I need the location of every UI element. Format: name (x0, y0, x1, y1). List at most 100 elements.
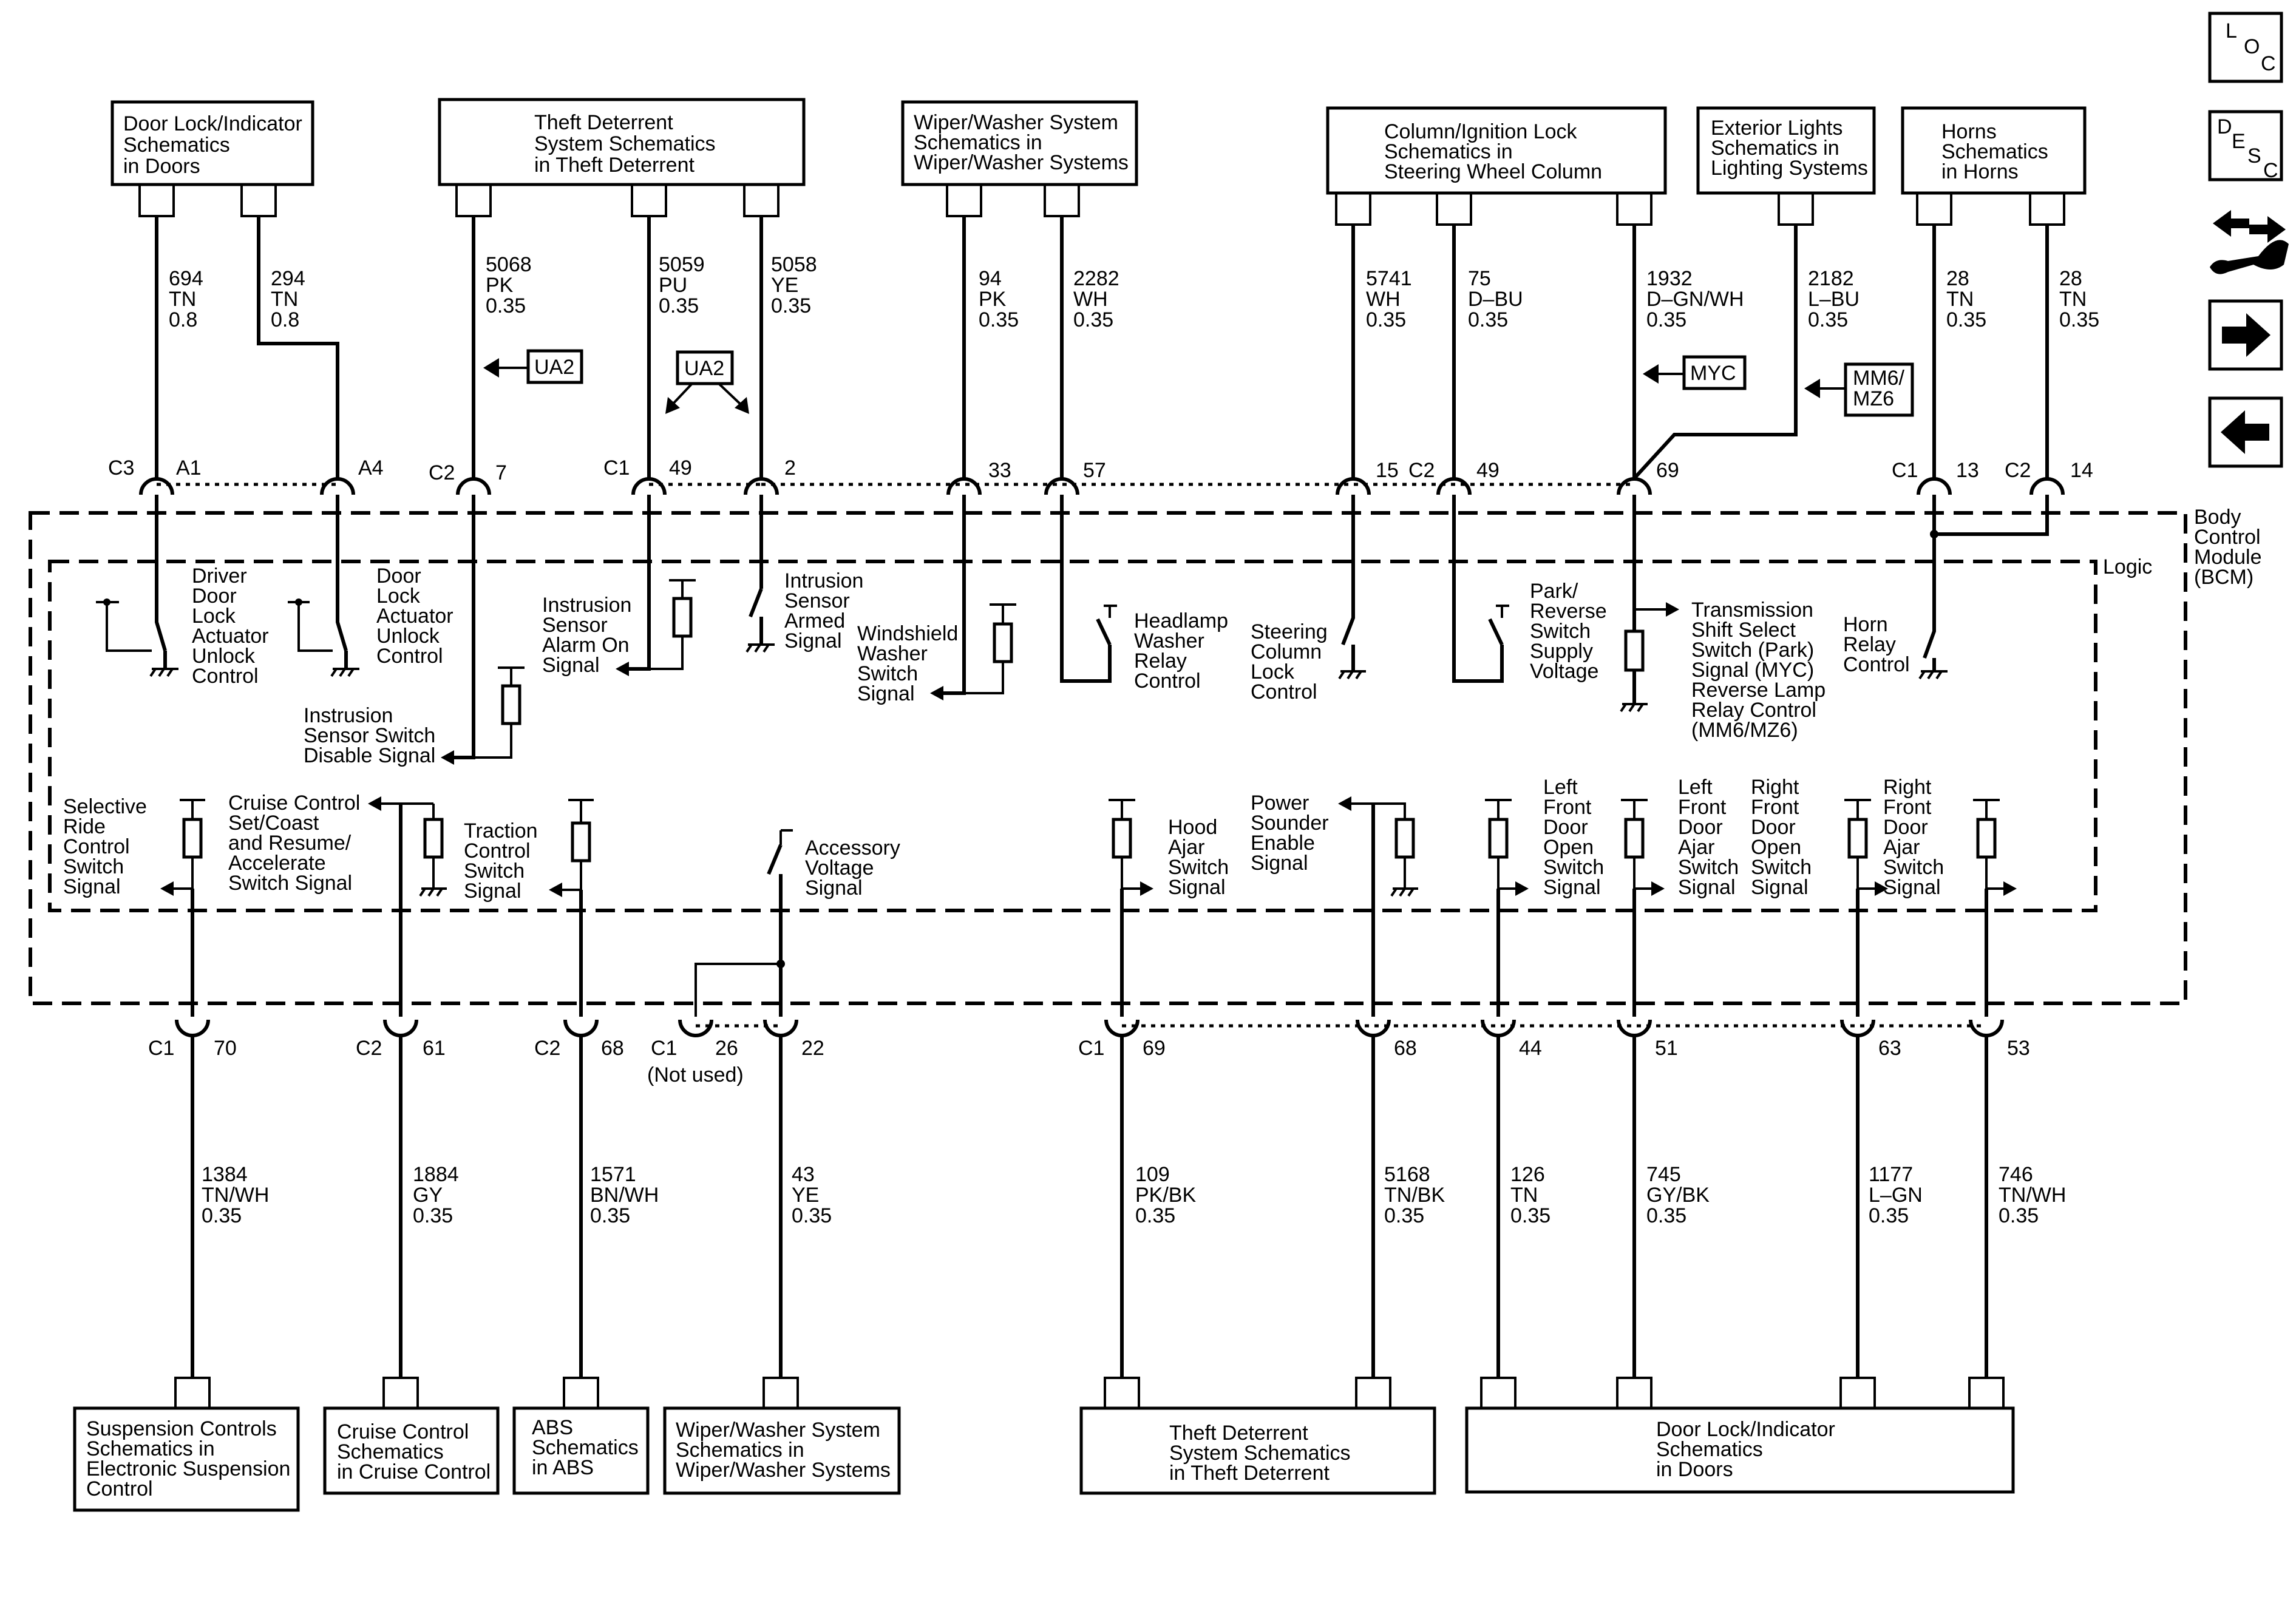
service-info-icon[interactable] (2210, 210, 2289, 274)
bcm-label-line: Control (2194, 526, 2261, 549)
box-line: Theft Deterrent (534, 111, 673, 134)
wire-label: BN/WH (590, 1184, 659, 1207)
bottom-connector-row: C1 70 C2 61 C2 68 C1 26 (Not used) 22 C1… (148, 1019, 2030, 1086)
transmission-circuit (1620, 495, 1679, 713)
box-line: Door Lock/Indicator (1656, 1418, 1835, 1441)
connector-label: C2 (534, 1037, 560, 1060)
connector-label: C2 (1408, 459, 1435, 482)
logic-label-line: Front (1883, 796, 1932, 819)
top-wires (138, 185, 2065, 480)
box-line: Schematics (123, 134, 230, 157)
box-line: in Cruise Control (337, 1460, 491, 1483)
logic-label-line: Switch (1168, 856, 1229, 879)
logic-label-line: Supply (1530, 640, 1593, 663)
box-line: Schematics in (1384, 140, 1513, 163)
logic-label-line: Switch (464, 859, 525, 883)
box-line: Lighting Systems (1711, 157, 1868, 180)
headlamp-relay-switch (1060, 495, 1117, 683)
wire-label: 43 (792, 1163, 815, 1186)
abs-ref-box[interactable]: ABS Schematics in ABS (512, 1406, 650, 1495)
box-line: Wiper/Washer Systems (676, 1459, 891, 1482)
wire-label: 0.35 (486, 294, 526, 317)
next-arrow-icon[interactable] (2208, 299, 2283, 371)
logic-label-line: Cruise Control (228, 792, 360, 815)
box-line: in Horns (1941, 160, 2019, 183)
wire-label: D–GN/WH (1646, 288, 1744, 311)
column-ref-box-top[interactable]: Column/Ignition Lock Schematics in Steer… (1326, 106, 1667, 195)
logic-label-line: Control (1134, 670, 1201, 693)
wire-label: L–BU (1808, 288, 1860, 311)
wiper-ref-box-bottom[interactable]: Wiper/Washer System Schematics in Wiper/… (663, 1406, 901, 1495)
myc-tag: MYC (1643, 355, 1747, 390)
previous-arrow-icon[interactable] (2208, 396, 2283, 468)
wire-label: 746 (1999, 1163, 2033, 1186)
logic-label-line: Right (1883, 776, 1932, 799)
logic-label-line: Door (1751, 816, 1796, 839)
logic-label-line: Ajar (1883, 836, 1920, 859)
loc-button[interactable]: L O C (2208, 12, 2283, 83)
wiper-ref-box-top[interactable]: Wiper/Washer System Schematics in Wiper/… (901, 100, 1138, 186)
lf-open-circuit (1485, 799, 1529, 1017)
wire-label: TN (2059, 288, 2087, 311)
bcm-label-line: Module (2194, 546, 2262, 569)
logic-label-line: Door (1678, 816, 1723, 839)
desc-letter: C (2263, 159, 2278, 182)
logic-label-line: Switch (1543, 856, 1604, 879)
horns-ref-box-top[interactable]: Horns Schematics in Horns (1901, 106, 2087, 195)
wire-label: PK/BK (1135, 1184, 1196, 1207)
logic-label-line: Ajar (1678, 836, 1714, 859)
ext-lights-ref-box-top[interactable]: Exterior Lights Schematics in Lighting S… (1696, 106, 1876, 195)
desc-letter: E (2232, 130, 2246, 153)
logic-label-line: Sensor Switch (304, 724, 435, 747)
wire-label: 75 (1468, 267, 1491, 290)
bottom-wire-labels: 1384 TN/WH 0.35 1884 GY 0.35 1571 BN/WH … (202, 1163, 2066, 1227)
connector-label: 33 (988, 459, 1011, 482)
wire-label: TN (1946, 288, 1974, 311)
logic-label-line: Hood (1168, 816, 1217, 839)
accessory-voltage-circuit (695, 829, 793, 1017)
connector-label: 14 (2070, 459, 2093, 482)
cruise-ref-box[interactable]: Cruise Control Schematics in Cruise Cont… (323, 1406, 500, 1495)
wire-label: 694 (169, 267, 203, 290)
door-lock-ref-box-bottom[interactable]: Door Lock/Indicator Schematics in Doors (1465, 1406, 2015, 1494)
box-line: Wiper/Washer Systems (914, 151, 1129, 174)
desc-letter: D (2217, 115, 2232, 138)
box-line: Schematics in (914, 131, 1042, 154)
desc-button[interactable]: D E S C (2208, 110, 2283, 182)
connector-label: (Not used) (647, 1063, 744, 1086)
logic-label-line: Selective (63, 795, 147, 818)
door-lock-ref-box-top[interactable]: Door Lock/Indicator Schematics in Doors (110, 100, 314, 186)
traction-label: Traction Control Switch Signal (464, 819, 538, 903)
logic-label-line: Control (1843, 653, 1910, 676)
suspension-ref-box[interactable]: Suspension Controls Schematics in Electr… (73, 1406, 300, 1512)
wire-label: 0.35 (202, 1204, 242, 1227)
logic-label-line: Unlock (376, 625, 440, 648)
ua2-tag-b: UA2 (665, 350, 749, 414)
lf-ajar-label: Left Front Door Ajar Switch Signal (1678, 776, 1739, 899)
theft-ref-box-bottom[interactable]: Theft Deterrent System Schematics in The… (1079, 1406, 1436, 1495)
wire-label: GY (413, 1184, 443, 1207)
top-wire-labels: 694 TN 0.8 294 TN 0.8 5068 PK 0.35 5059 … (169, 253, 2099, 331)
logic-label-line: Switch (1530, 620, 1591, 643)
wire-label: TN (1510, 1184, 1538, 1207)
selective-ride-label: Selective Ride Control Switch Signal (63, 795, 147, 898)
hood-ajar-circuit (1109, 799, 1153, 1017)
logic-label-line: Signal (784, 629, 842, 653)
logic-label-line: Washer (1134, 629, 1204, 653)
theft-ref-box-top[interactable]: Theft Deterrent System Schematics in The… (438, 98, 806, 186)
connector-label: C2 (2005, 459, 2031, 482)
transmission-label: Transmission Shift Select Switch (Park) … (1691, 598, 1826, 742)
logic-label-line: Alarm On (542, 634, 630, 657)
box-line: System Schematics (1169, 1442, 1351, 1465)
logic-label-line: Relay Control (1691, 699, 1816, 722)
connector-label: 68 (1394, 1037, 1417, 1060)
connector-label: C1 (603, 456, 630, 480)
box-line: Steering Wheel Column (1384, 160, 1602, 183)
logic-label-line: Voltage (805, 856, 874, 880)
wire-label: TN (271, 288, 298, 311)
wire-label: 5741 (1366, 267, 1412, 290)
box-line: Control (86, 1477, 153, 1500)
box-line: Suspension Controls (86, 1417, 277, 1440)
logic-label-line: Signal (1678, 876, 1736, 899)
logic-label-line: Armed (784, 609, 845, 632)
